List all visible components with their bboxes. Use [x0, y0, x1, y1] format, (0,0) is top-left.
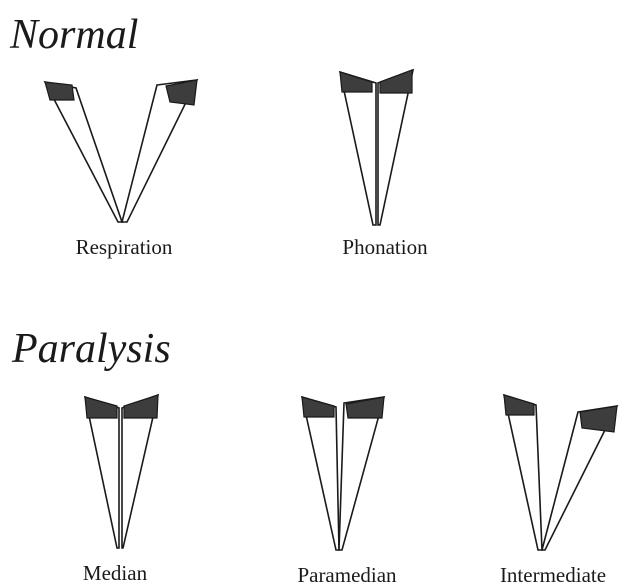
right-vocal-fold [540, 404, 619, 551]
arytenoid-cartilage-right [345, 396, 385, 419]
configuration-intermediate [502, 393, 619, 551]
label-paramedian: Paramedian [297, 563, 397, 587]
configuration-median [83, 393, 160, 549]
configuration-respiration [43, 79, 199, 223]
left-vocal-fold [43, 80, 124, 223]
left-vocal-fold [300, 395, 340, 551]
left-vocal-fold [502, 393, 543, 551]
right-vocal-fold [120, 79, 199, 223]
label-respiration: Respiration [76, 235, 173, 259]
arytenoid-cartilage-right [579, 405, 618, 433]
right-vocal-fold [338, 396, 386, 551]
section-title-paralysis: Paralysis [11, 326, 171, 372]
right-vocal-fold [377, 68, 415, 226]
arytenoid-cartilage-left [339, 71, 373, 93]
label-median: Median [83, 561, 148, 585]
arytenoid-cartilage-left [84, 396, 118, 419]
arytenoid-cartilage-right [165, 79, 198, 106]
label-intermediate: Intermediate [500, 563, 606, 587]
arytenoid-cartilage-left [301, 396, 335, 418]
label-phonation: Phonation [342, 235, 428, 259]
right-vocal-fold [121, 393, 160, 549]
arytenoid-cartilage-left [44, 81, 75, 101]
arytenoid-cartilage-left [503, 394, 535, 416]
left-vocal-fold [338, 70, 377, 226]
left-vocal-fold [83, 395, 120, 549]
arytenoid-cartilage-right [379, 69, 413, 94]
arytenoid-cartilage-right [123, 394, 159, 419]
configuration-paramedian [300, 395, 386, 551]
configuration-phonation [338, 68, 415, 226]
section-title-normal: Normal [9, 12, 138, 58]
